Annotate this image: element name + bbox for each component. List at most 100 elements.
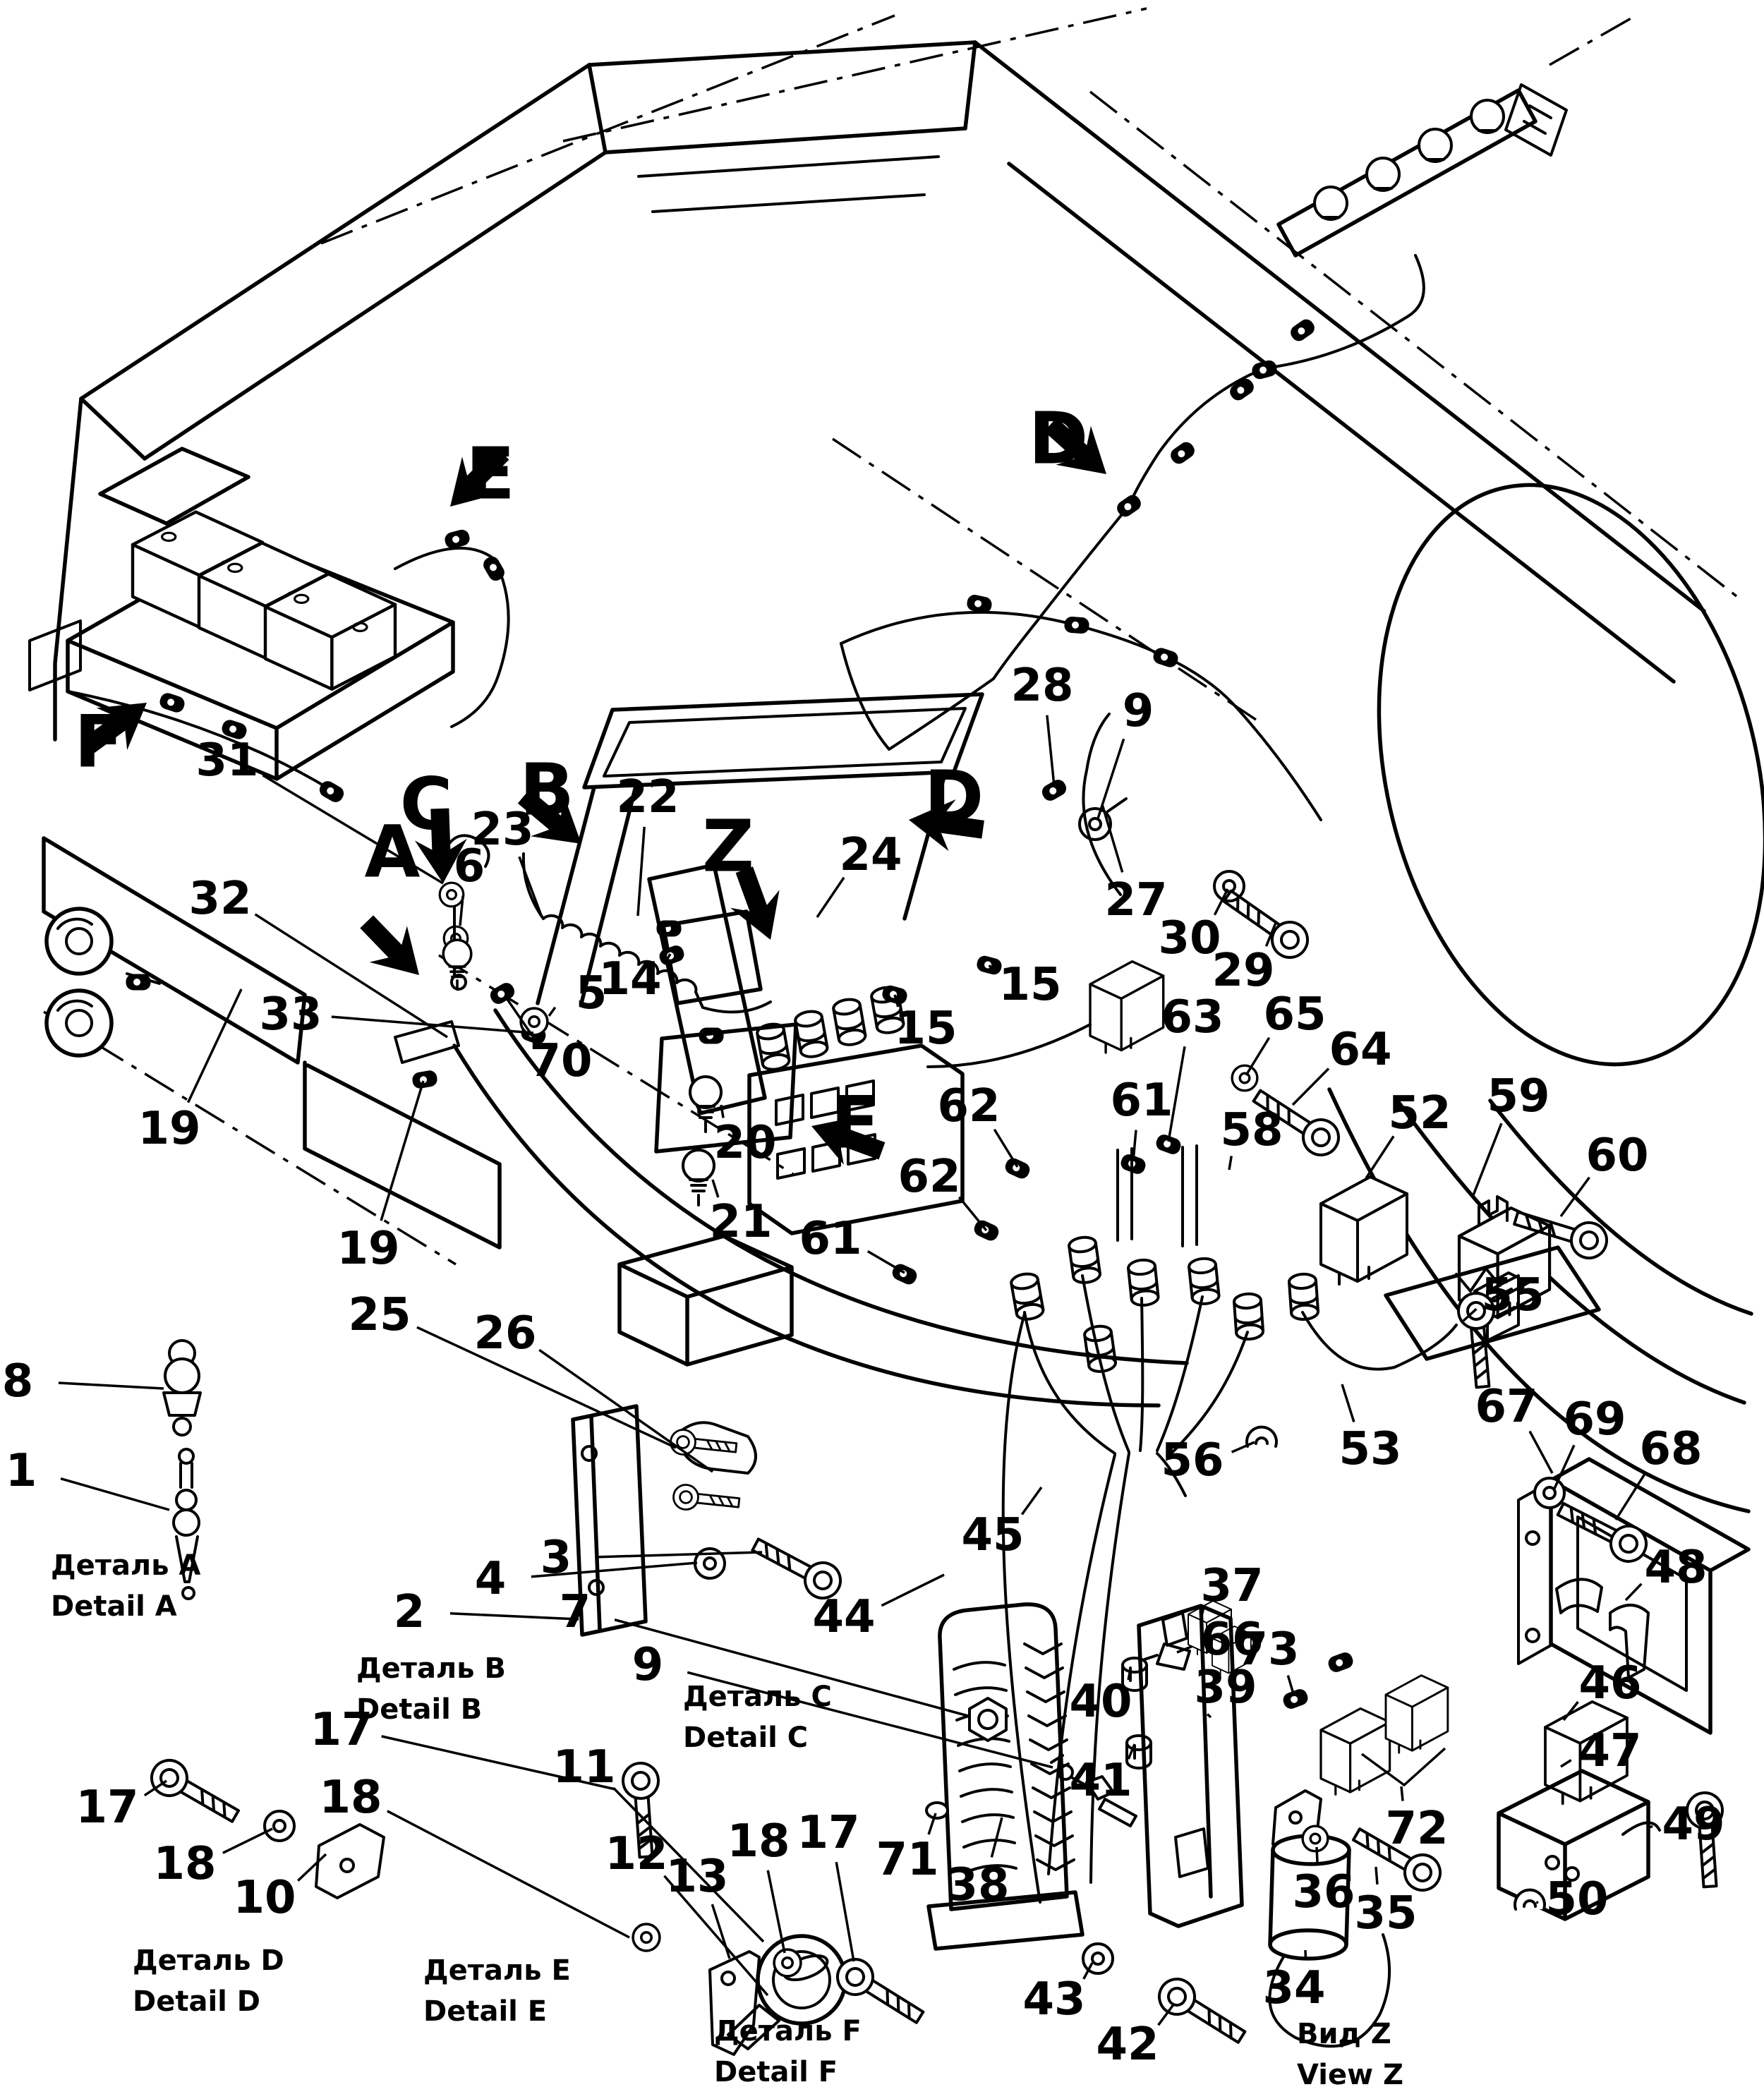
bracket-hole [720,1971,736,1986]
leader-line-15 [893,994,900,1008]
washer [1533,1477,1566,1509]
sensor-8 [164,1357,200,1394]
callout-52-56: 52 [1388,1087,1451,1139]
leader-line-38 [990,1817,1003,1858]
wire-clamp [1151,646,1180,670]
bolt-17 [143,1752,246,1833]
callout-5-4: 5 [576,967,608,1020]
leader-line-22 [636,826,646,917]
detail-a-line1: Деталь A [51,1549,200,1582]
lamp-panel [654,1022,798,1154]
lamp-bracket [1504,83,1568,157]
leader-line-25 [416,1326,677,1449]
callout-29-34: 29 [1212,945,1274,997]
view-arrow-icon [909,799,984,852]
callout-44-49: 44 [812,1591,875,1643]
detail-d-line1: Деталь D [133,1944,284,1977]
callout-19-23: 19 [138,1103,200,1155]
leader-line-45 [1020,1486,1043,1516]
callout-32-37: 32 [188,873,251,925]
resistor-38 [938,1602,1069,1911]
cable-tail [521,852,545,920]
callout-48-53: 48 [1644,1542,1707,1594]
marker-lamp [1418,128,1453,163]
lamp-centerline [1549,13,1639,66]
bolt [671,1482,742,1516]
view-arrow-icon [81,703,147,755]
connector-socket [1187,1256,1221,1307]
wire-clamp [1227,375,1257,404]
callout-68-72: 68 [1639,1423,1702,1475]
wire-clamp [157,691,187,715]
sensor-8-hex [162,1391,202,1417]
wire-clamp [488,980,517,1007]
detail-a-line2: Detail A [51,1590,177,1623]
callout-63-67: 63 [1161,991,1224,1044]
leader-line-59 [1472,1123,1503,1196]
clamp-25 [675,1421,757,1475]
machine-line-art [28,7,1764,2056]
view-arrow-icon [517,789,581,844]
tank-outline [1377,483,1764,1067]
leader-line-26 [538,1348,714,1473]
sender-1 [175,1489,198,1511]
battery-lid [98,447,250,526]
leader-line-23 [518,856,543,918]
callout-37-42: 37 [1200,1560,1263,1612]
view-z-line2: View Z [1297,2059,1403,2087]
detail-c-line1: Деталь C [683,1681,832,1713]
leader-line-46 [1562,1700,1579,1722]
leader-line-3 [596,1551,763,1559]
leader-line-41 [1127,1743,1136,1760]
marker-lamp [1365,157,1401,192]
relay [1384,1674,1449,1754]
callout-43-48: 43 [1022,1973,1085,2026]
washer [1301,1825,1329,1853]
detail-c-line2: Detail C [683,1722,808,1754]
centerlines [320,7,1744,603]
ring-terminal-hole [1088,817,1102,831]
coiled-cable [542,914,772,1014]
wire-clamp [1168,439,1197,467]
wire-clamp [1288,316,1317,344]
wire-clamp [411,1069,439,1090]
callout-47-52: 47 [1578,1725,1641,1777]
callout-61-64: 61 [799,1213,862,1265]
view-letter-labels: EFDBCAZDF [74,397,1106,1166]
callout-34-39: 34 [1262,1962,1325,2014]
callout-59-61: 59 [1487,1070,1549,1123]
block-arm [1621,1821,1661,1836]
leader-line-28 [1046,715,1056,787]
left-wall [53,397,83,742]
callout-7-6: 7 [560,1586,591,1638]
view-arrow-icon [811,1115,886,1166]
callout-8-7: 8 [2,1355,34,1408]
flag-terminal [1143,1643,1191,1671]
connector-socket [1066,1234,1103,1286]
leader-line-56 [1231,1441,1255,1453]
leader-line-66 [1176,1645,1193,1654]
view-arrow-icon [450,447,509,507]
leader-line-61 [866,1250,905,1274]
step-box [617,1234,794,1367]
tab-hole [1288,1810,1303,1825]
capacitor-bottom [1268,1928,1348,1961]
leader-line-4 [531,1561,698,1578]
callout-45-50: 45 [961,1509,1024,1561]
callout-17-18: 17 [310,1704,373,1756]
battery-cable-f [66,690,333,792]
callout-15-16: 15 [998,959,1061,1011]
callout-36-41: 36 [1292,1866,1355,1918]
callout-35-40: 35 [1354,1887,1417,1940]
wire-clamp [1003,1156,1032,1181]
callout-28-33: 28 [1010,660,1073,712]
leader-line-63 [1167,1046,1186,1142]
roof-harness [992,254,1425,680]
leader-line-71 [927,1813,937,1835]
clips-48 [1555,1578,1650,1679]
harness-junction [840,642,995,751]
leader-line-1 [60,1477,170,1511]
view-arrow-icon [730,866,780,940]
